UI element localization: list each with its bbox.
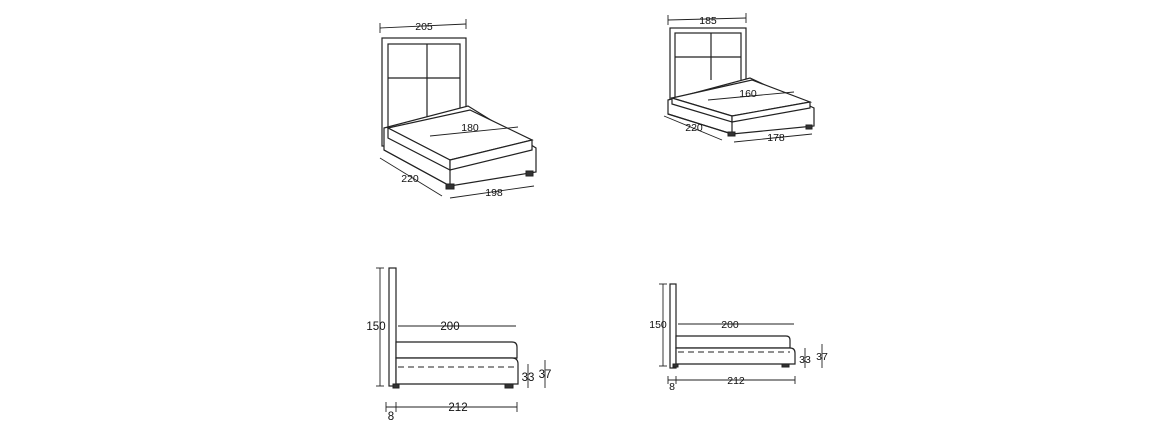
large-side-foot-left — [392, 383, 400, 389]
large-side-foot-right — [504, 383, 514, 389]
small-side-foot-right — [781, 363, 790, 368]
large-base-front-edge — [383, 149, 451, 187]
small-side-mattress — [675, 335, 791, 349]
small-mattress-height-label: 33 — [799, 354, 811, 366]
small-total-length-label: 212 — [727, 375, 745, 387]
small-headboard-depth-label: 8 — [669, 381, 675, 393]
small-length-label: 220 — [685, 122, 703, 134]
small-base-front-edge — [667, 113, 733, 135]
small-mattress-side — [731, 101, 811, 123]
small-side-headboard — [669, 283, 677, 369]
large-bed-side-view: 150 200 33 37 212 8 — [366, 267, 552, 423]
large-foot-front — [445, 183, 455, 190]
small-mattress-length-label: 200 — [721, 319, 739, 331]
large-side-base — [395, 357, 519, 385]
large-mattress-width-dimension-line — [429, 126, 519, 137]
large-mattress-side — [449, 139, 533, 171]
small-headboard-width-label: 185 — [699, 15, 717, 27]
large-base-width-dimension-line — [449, 185, 535, 199]
small-side-base — [675, 347, 796, 365]
small-bed-side-view: 150 200 33 37 212 8 — [649, 283, 828, 393]
small-length-dimension-line — [663, 115, 723, 141]
large-mattress-width-label: 180 — [461, 122, 479, 134]
large-side-headboard — [388, 267, 397, 387]
large-headboard-height-label: 150 — [366, 321, 385, 333]
large-base-width-label: 198 — [485, 187, 503, 199]
small-side-foot-left — [672, 363, 679, 368]
large-bed-perspective-view: 205 180 220 198 — [379, 19, 537, 199]
large-width-top-dimension-line — [379, 23, 467, 29]
small-base-width-dimension-line — [733, 133, 813, 143]
small-foot-side — [805, 124, 813, 130]
small-total-height-label: 37 — [816, 351, 828, 363]
large-side-mattress — [395, 341, 518, 359]
small-bed-perspective-view: 185 160 220 178 — [663, 13, 815, 144]
small-width-top-dimension-line — [667, 17, 747, 21]
large-mattress-height-label: 33 — [522, 372, 535, 384]
large-mattress-length-label: 200 — [440, 321, 459, 333]
large-foot-side — [525, 170, 534, 177]
small-mattress-width-label: 160 — [739, 88, 757, 100]
large-total-length-label: 212 — [448, 402, 467, 414]
large-headboard-depth-label: 8 — [388, 411, 394, 423]
small-base-width-label: 178 — [767, 132, 785, 144]
large-length-label: 220 — [401, 173, 419, 185]
large-headboard-width-label: 205 — [415, 21, 433, 33]
small-mattress-width-dimension-line — [707, 91, 795, 101]
small-foot-front — [727, 131, 736, 137]
small-headboard-height-label: 150 — [649, 319, 667, 331]
large-length-dimension-line — [379, 157, 443, 197]
large-total-height-label: 37 — [539, 369, 552, 381]
